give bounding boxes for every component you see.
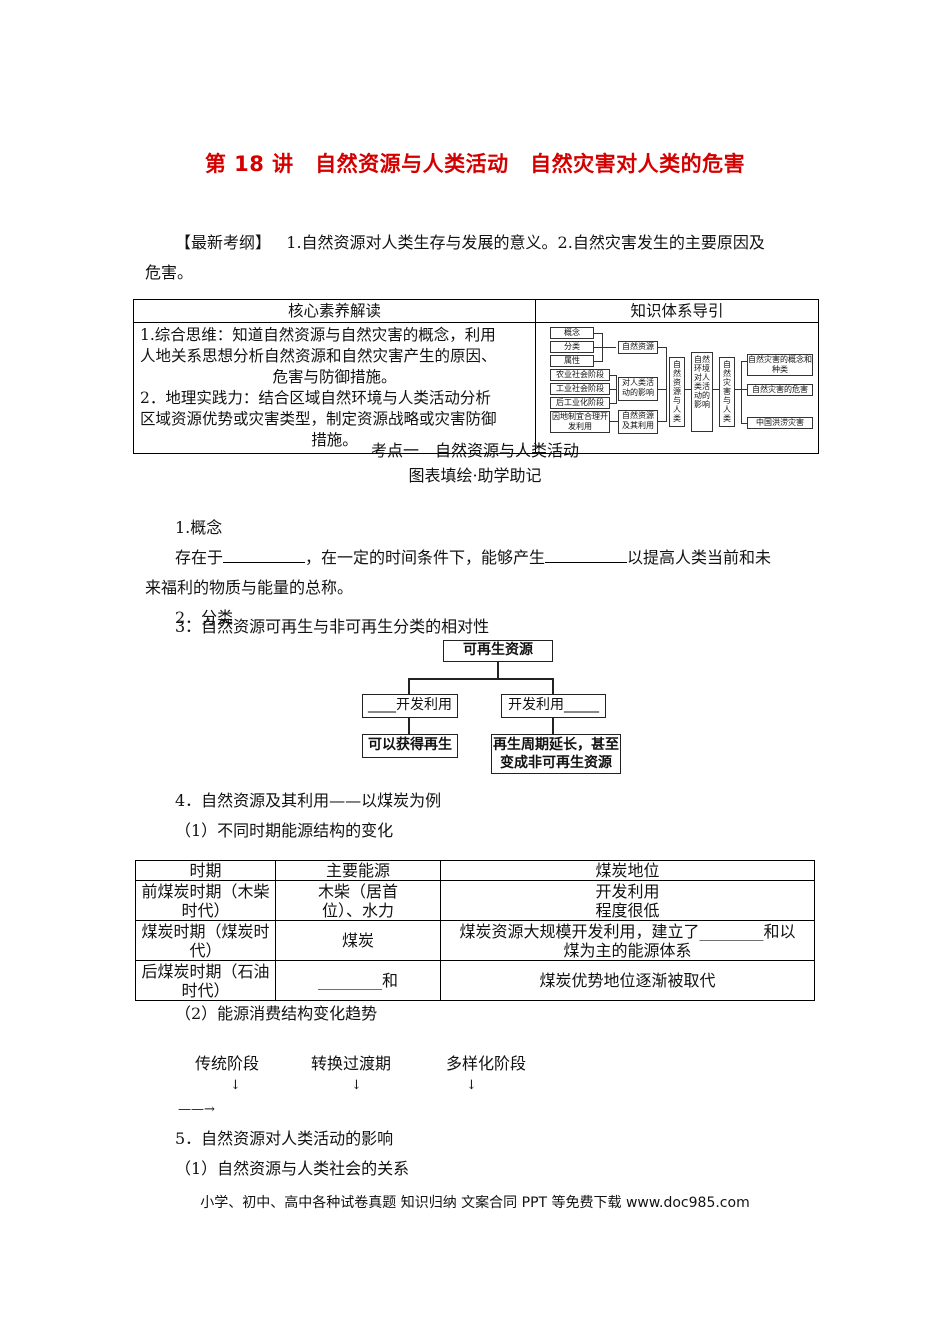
item-4-1-heading: （1）不同时期能源结构的变化 bbox=[175, 821, 394, 840]
concept-block: 1.概念 存在于，在一定的时间条件下，能够产生以提高人类当前和未 来福利的物质与… bbox=[145, 513, 815, 633]
stage-3: 多样化阶段 bbox=[446, 1054, 527, 1073]
concept-text: 存在于，在一定的时间条件下，能够产生以提高人类当前和未 bbox=[175, 548, 772, 567]
core-line: 2．地理实践力：结合区域自然环境与人类活动分析 bbox=[140, 389, 491, 407]
table-row: 前煤炭时期（木柴时代） 木柴（居首位）、水力 开发利用程度很低 bbox=[135, 880, 815, 921]
down-arrow-icon: ↓ bbox=[351, 1078, 362, 1093]
answer-blank[interactable] bbox=[545, 562, 628, 563]
table-header: 时期 bbox=[135, 860, 276, 881]
map-left-box: 工业社会阶段 bbox=[550, 383, 610, 395]
map-left-box: 因地制宜合理开发利用 bbox=[550, 411, 610, 433]
map-right-box: 自然灾害的概念和种类 bbox=[747, 354, 813, 376]
map-left-box: 农业社会阶段 bbox=[550, 369, 610, 381]
flow-mid-right: 开发利用_____ bbox=[501, 694, 606, 718]
table-row: 煤炭时期（煤炭时代） 煤炭 煤炭资源大规模开发利用，建立了________和以煤… bbox=[135, 920, 815, 961]
outline-label: 【最新考纲】 bbox=[175, 233, 272, 252]
core-literacy: 1.综合思维：知道自然资源与自然灾害的概念，利用 人地关系思想分析自然资源和自然… bbox=[133, 322, 536, 454]
concept-text-2: 来福利的物质与能量的总称。 bbox=[145, 578, 354, 597]
section-heading: 考点一 自然资源与人类活动 bbox=[370, 441, 579, 460]
flow-bottom-right: 再生周期延长，甚至 变成非可再生资源 bbox=[491, 734, 621, 774]
outline-line1: 1.自然资源对人类生存与发展的意义。2.自然灾害发生的主要原因及 bbox=[286, 233, 765, 252]
energy-structure-table: 时期 主要能源 煤炭地位 前煤炭时期（木柴时代） 木柴（居首位）、水力 开发利用… bbox=[135, 860, 815, 1001]
map-right-box: 中国洪涝灾害 bbox=[747, 417, 813, 429]
item-2-heading: 2．分类 bbox=[175, 608, 234, 627]
map-v-box: 自然资源与人类 bbox=[669, 357, 685, 427]
answer-blank[interactable] bbox=[223, 562, 306, 563]
trend-arrow: ——→ bbox=[178, 1102, 215, 1117]
map-mid-box: 自然资源及其利用 bbox=[618, 410, 658, 434]
core-line: 危害与防御措施。 bbox=[272, 368, 397, 386]
core-header: 核心素养解读 bbox=[133, 299, 536, 323]
flow-mid-left: ____开发利用 bbox=[362, 694, 458, 718]
knowledge-map: 概念 分类 属性 农业社会阶段 工业社会阶段 后工业化阶段 因地制宜合理开发利用… bbox=[535, 322, 819, 454]
map-v-box: 自然灾害与人类 bbox=[719, 357, 735, 427]
map-left-box: 后工业化阶段 bbox=[550, 397, 610, 409]
map-mid-box: 对人类活动的影响 bbox=[618, 377, 658, 401]
down-arrow-icon: ↓ bbox=[466, 1078, 477, 1093]
item-3-heading: 3．自然资源可再生与非可再生分类的相对性 bbox=[175, 617, 490, 636]
core-line: 1.综合思维：知道自然资源与自然灾害的概念，利用 bbox=[140, 326, 496, 344]
map-left-box: 概念 bbox=[550, 327, 594, 339]
exam-outline: 【最新考纲】 1.自然资源对人类生存与发展的意义。2.自然灾害发生的主要原因及 … bbox=[145, 228, 815, 288]
table-header: 主要能源 bbox=[275, 860, 441, 881]
stage-2: 转换过渡期 bbox=[311, 1054, 392, 1073]
item-5-1-heading: （1）自然资源与人类社会的关系 bbox=[175, 1159, 410, 1178]
core-line: 人地关系思想分析自然资源和自然灾害产生的原因、 bbox=[140, 347, 497, 365]
stage-1: 传统阶段 bbox=[195, 1054, 260, 1073]
outline-line2: 危害。 bbox=[145, 263, 194, 282]
section1-heading: 考点一 自然资源与人类活动 图表填绘·助学助记 bbox=[0, 440, 950, 487]
item-4-block: 4．自然资源及其利用——以煤炭为例 （1）不同时期能源结构的变化 bbox=[145, 786, 815, 846]
table-row: 后煤炭时期（石油时代） ________和 煤炭优势地位逐渐被取代 bbox=[135, 960, 815, 1001]
down-arrow-icon: ↓ bbox=[230, 1078, 241, 1093]
flow-bottom-left: 可以获得再生 bbox=[362, 734, 458, 758]
map-left-box: 属性 bbox=[550, 355, 594, 367]
map-v-box: 自然环境对人类活动的影响 bbox=[691, 352, 713, 432]
map-right-box: 自然灾害的危害 bbox=[747, 384, 813, 396]
flow-top-box: 可再生资源 bbox=[443, 640, 553, 662]
section-subheading: 图表填绘·助学助记 bbox=[408, 466, 542, 485]
map-mid-box: 自然资源 bbox=[618, 341, 658, 354]
item-4-heading: 4．自然资源及其利用——以煤炭为例 bbox=[175, 791, 442, 810]
core-line: 区域资源优势或灾害类型，制定资源战略或灾害防御 bbox=[140, 410, 497, 428]
page-footer: 小学、初中、高中各种试卷真题 知识归纳 文案合同 PPT 等免费下载 www.d… bbox=[200, 1195, 750, 1211]
page-title: 第 18 讲 自然资源与人类活动 自然灾害对人类的危害 bbox=[204, 152, 746, 176]
core-line: 措施。 bbox=[311, 431, 358, 449]
item-5-heading: 5．自然资源对人类活动的影响 bbox=[175, 1129, 394, 1148]
table-header: 煤炭地位 bbox=[440, 860, 815, 881]
map-left-box: 分类 bbox=[550, 341, 594, 353]
intro-table: 核心素养解读 知识体系导引 1.综合思维：知道自然资源与自然灾害的概念，利用 人… bbox=[133, 299, 819, 454]
item-4-2-heading: （2）能源消费结构变化趋势 bbox=[175, 1004, 378, 1023]
item-1-heading: 1.概念 bbox=[175, 518, 223, 537]
item-5-block: 5．自然资源对人类活动的影响 （1）自然资源与人类社会的关系 bbox=[145, 1124, 815, 1184]
